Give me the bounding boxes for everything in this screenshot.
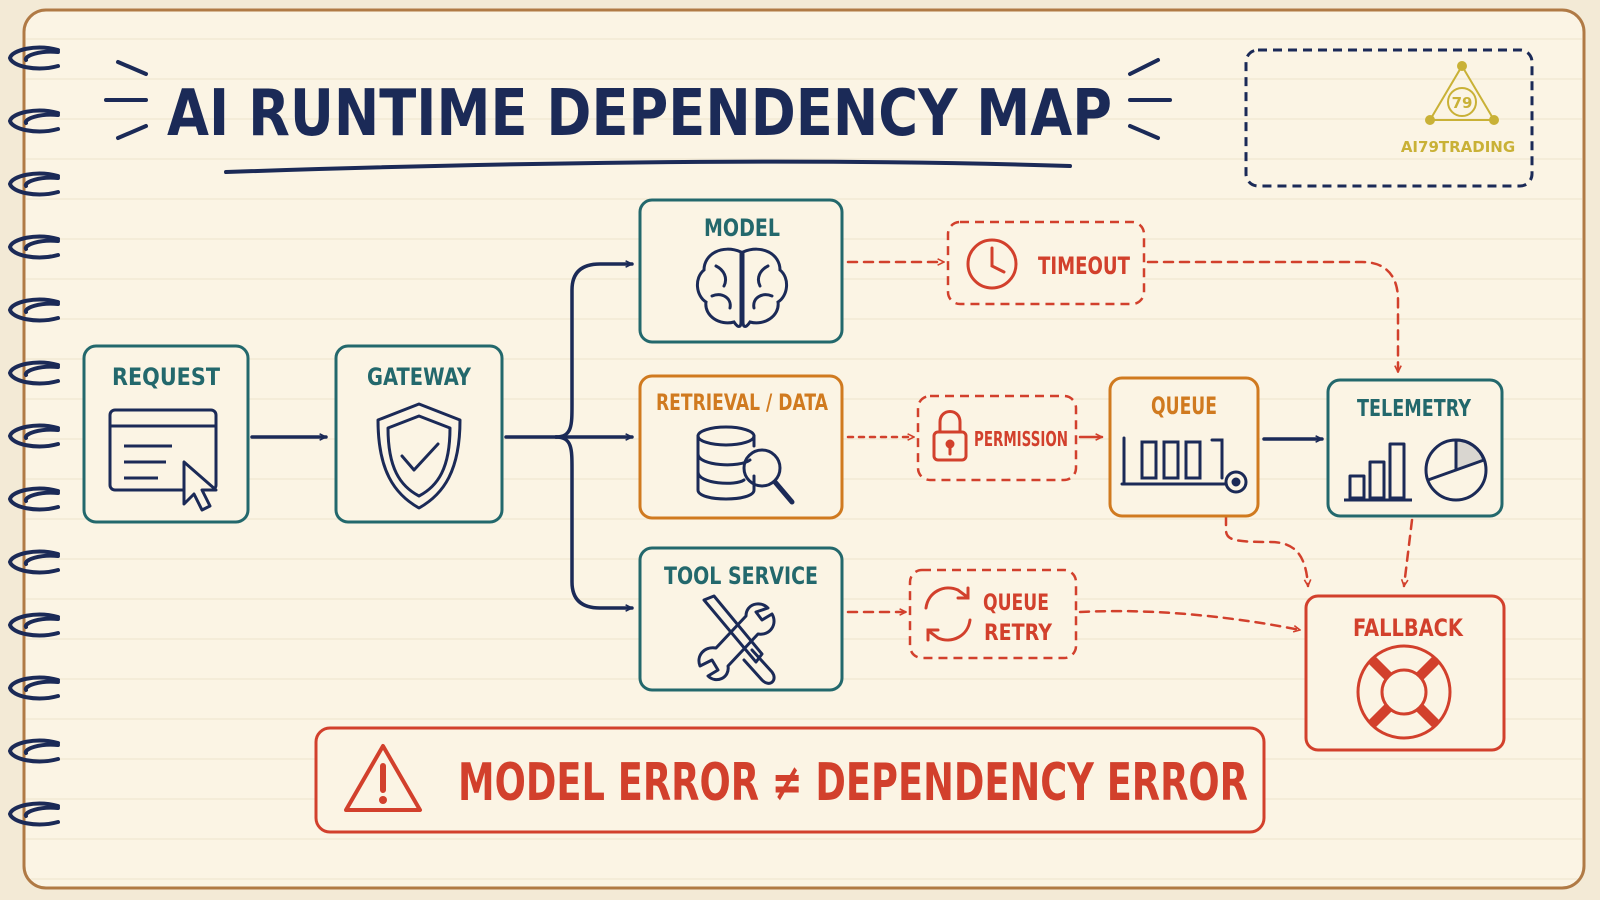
tools-icon [697, 594, 776, 685]
node-timeout-label: TIMEOUT [1038, 252, 1130, 280]
node-queue-retry-label-2: RETRY [984, 621, 1053, 646]
error-banner-text: MODEL ERROR ≠ DEPENDENCY ERROR [458, 753, 1248, 813]
node-fallback-label: FALLBACK [1353, 614, 1464, 642]
shield-check-icon [376, 402, 462, 510]
arrow-to-tool-service [554, 435, 634, 608]
refresh-icon [924, 586, 972, 642]
padlock-icon [932, 410, 968, 462]
arrow-telemetry-fallback [1404, 518, 1414, 586]
logo-box [1244, 48, 1534, 188]
ai79-logo-icon [1425, 61, 1499, 125]
node-request[interactable]: REQUEST [82, 344, 250, 524]
node-fallback[interactable]: FALLBACK [1304, 594, 1506, 752]
node-gateway-label: GATEWAY [367, 363, 471, 391]
lifebuoy-icon [1356, 644, 1452, 740]
node-telemetry[interactable]: TELEMETRY [1326, 378, 1504, 518]
warning-icon [344, 744, 422, 812]
node-telemetry-label: TELEMETRY [1357, 396, 1471, 422]
node-queue-label: QUEUE [1151, 392, 1217, 420]
logo-mark: 79 [1452, 94, 1473, 112]
logo-text: AI79TRADING [1401, 138, 1515, 156]
node-model[interactable]: MODEL [638, 198, 844, 344]
database-search-icon [696, 425, 795, 505]
node-queue[interactable]: QUEUE [1108, 376, 1260, 518]
node-queue-retry-label-1: QUEUE [983, 591, 1049, 616]
browser-cursor-icon [108, 408, 218, 512]
clock-icon [966, 238, 1018, 290]
title-underline [224, 159, 1072, 174]
node-queue-retry[interactable]: QUEUE RETRY [908, 568, 1078, 660]
arrow-to-model [554, 264, 634, 439]
charts-icon [1344, 438, 1488, 502]
title-accent-strokes [104, 58, 1172, 140]
error-banner: MODEL ERROR ≠ DEPENDENCY ERROR [314, 726, 1266, 834]
node-permission-label: PERMISSION [974, 427, 1068, 451]
solid-connectors [250, 264, 1324, 608]
spiral-binding [7, 45, 60, 827]
node-tool-service-label: TOOL SERVICE [664, 562, 818, 590]
node-permission[interactable]: PERMISSION [916, 394, 1078, 482]
arrow-timeout-telemetry [1146, 260, 1398, 374]
node-retrieval-label: RETRIEVAL / DATA [656, 391, 828, 416]
page-title: AI RUNTIME DEPENDENCY MAP [167, 77, 1112, 151]
node-request-label: REQUEST [112, 363, 221, 391]
node-tool-service[interactable]: TOOL SERVICE [638, 546, 844, 692]
dashed-connectors [846, 260, 1414, 630]
node-retrieval[interactable]: RETRIEVAL / DATA [638, 374, 844, 520]
node-timeout[interactable]: TIMEOUT [946, 220, 1146, 306]
brain-icon [696, 247, 788, 328]
conveyor-queue-icon [1120, 436, 1248, 494]
node-model-label: MODEL [704, 214, 780, 242]
node-gateway[interactable]: GATEWAY [334, 344, 504, 524]
arrow-queue-fallback [1224, 514, 1308, 588]
arrow-queueretry-fallback [1078, 609, 1300, 630]
